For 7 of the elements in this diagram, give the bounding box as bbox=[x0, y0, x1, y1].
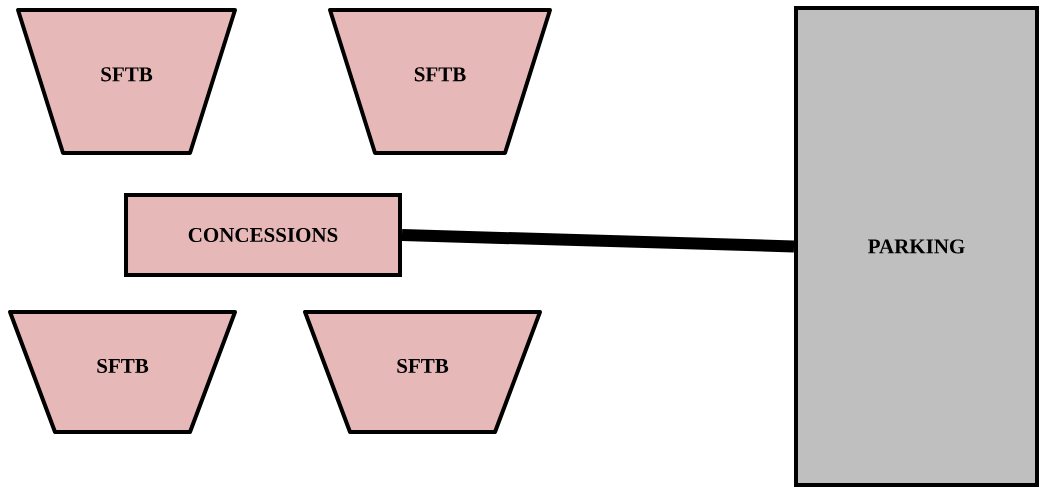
trapezoid-box: SFTB bbox=[303, 310, 542, 434]
trapezoid-box: SFTB bbox=[16, 8, 237, 155]
trapezoid-box: SFTB bbox=[328, 8, 552, 155]
parking-area: PARKING bbox=[794, 6, 1039, 487]
connector-line bbox=[401, 229, 795, 253]
trapezoid-box: SFTB bbox=[8, 310, 237, 434]
process-box: CONCESSIONS bbox=[124, 193, 402, 277]
